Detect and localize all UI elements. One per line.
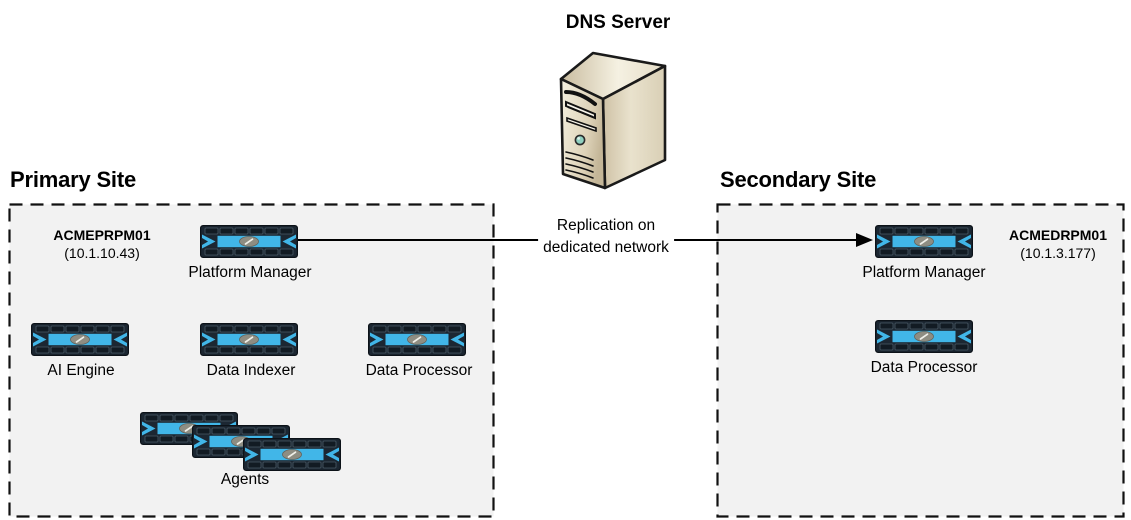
node-data-indexer-label: Data Indexer (206, 362, 296, 379)
primary-site-title: Primary Site (10, 167, 137, 192)
appliance-icon (31, 323, 129, 356)
node-ai-engine (31, 323, 129, 356)
primary-host-ip: (10.1.10.43) (64, 245, 140, 261)
node-platform-manager-secondary-label: Platform Manager (862, 264, 986, 281)
replication-arrowhead-icon (856, 233, 873, 247)
node-data-indexer (200, 323, 298, 356)
node-agents-label: Agents (220, 471, 270, 488)
appliance-icon (875, 225, 973, 258)
primary-host-name: ACMEPRPM01 (53, 227, 151, 243)
replication-label-line2: dedicated network (543, 239, 669, 256)
node-ai-engine-label: AI Engine (47, 362, 115, 379)
node-platform-manager-primary (200, 225, 298, 258)
node-data-processor-primary-label: Data Processor (365, 362, 473, 379)
appliance-icon (875, 320, 973, 353)
replication-label-line1: Replication on (556, 217, 656, 234)
secondary-site-title: Secondary Site (720, 167, 877, 192)
replication-label: Replication on dedicated network (538, 215, 674, 259)
primary-host-info: ACMEPRPM01 (10.1.10.43) (53, 226, 150, 262)
node-data-processor-primary (368, 323, 466, 356)
node-platform-manager-primary-label: Platform Manager (188, 264, 312, 281)
node-agents (140, 412, 341, 472)
appliance-stack-icon (140, 412, 341, 471)
node-data-processor-secondary (875, 320, 973, 353)
secondary-host-info: ACMEDRPM01 (10.1.3.177) (1009, 226, 1107, 262)
appliance-icon (368, 323, 466, 356)
appliance-icon (200, 225, 298, 258)
secondary-host-name: ACMEDRPM01 (1008, 227, 1108, 243)
node-platform-manager-secondary (875, 225, 973, 258)
secondary-host-ip: (10.1.3.177) (1020, 245, 1096, 261)
dns-server-label: DNS Server (565, 12, 671, 33)
server-tower-icon (559, 51, 667, 190)
node-data-processor-secondary-label: Data Processor (870, 359, 978, 376)
appliance-icon (200, 323, 298, 356)
